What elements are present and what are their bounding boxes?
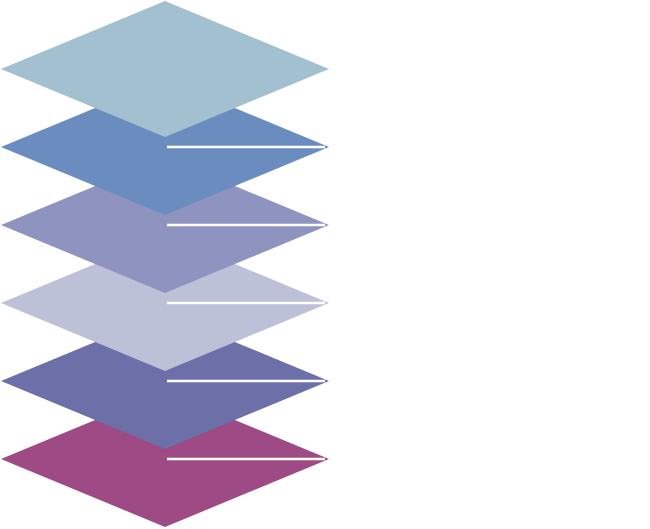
layer-diamond-6 bbox=[1, 1, 329, 137]
layer-6 bbox=[1, 1, 329, 137]
layer-diamond-3 bbox=[1, 235, 329, 371]
layer-diamond-2 bbox=[1, 313, 329, 449]
layer-diamond-1 bbox=[1, 391, 329, 527]
layer-diamond-5 bbox=[1, 79, 329, 215]
layer-diamond-4 bbox=[1, 157, 329, 293]
